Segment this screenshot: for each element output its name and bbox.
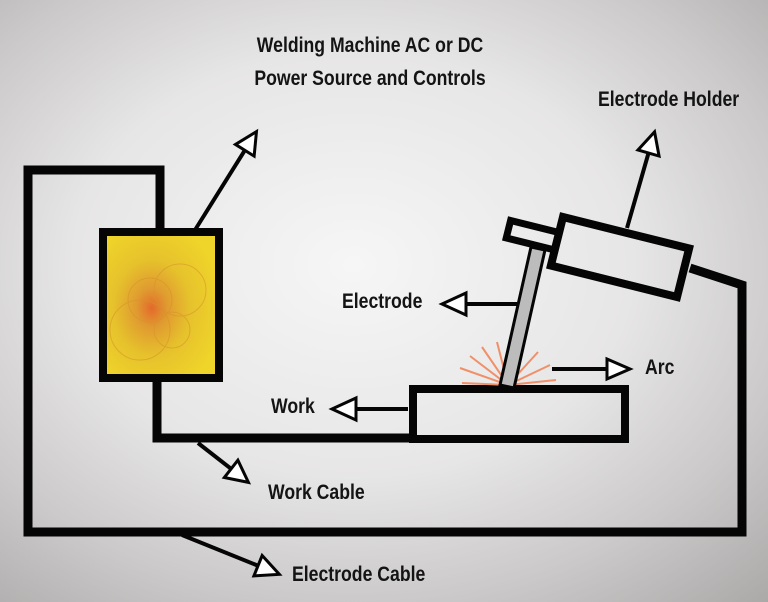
work-cable [152,380,413,443]
work-piece [409,385,629,443]
electrode-label: Electrode [342,290,423,313]
arrow-icon [438,290,518,318]
electrode-holder [501,212,694,302]
welding-machine-box [99,228,223,382]
arrows [181,128,661,578]
electrode-cable-label: Electrode Cable [292,563,426,586]
work-label: Work [271,395,315,418]
work-cable-label: Work Cable [268,481,365,504]
machine-label-line2: Power Source and Controls [254,67,486,90]
arrow-icon [625,128,661,229]
arrow-icon [181,533,283,578]
electrode-rod [498,245,547,390]
arrow-icon [328,395,408,423]
machine-texture [109,263,207,361]
arrow-icon [196,441,252,485]
machine-label-line1: Welding Machine AC or DC [256,34,484,57]
arc-label: Arc [645,356,675,379]
arrow-icon [552,356,634,382]
arrow-icon [193,128,259,232]
electrode-holder-label: Electrode Holder [598,88,740,111]
electrode-cable [23,165,747,537]
